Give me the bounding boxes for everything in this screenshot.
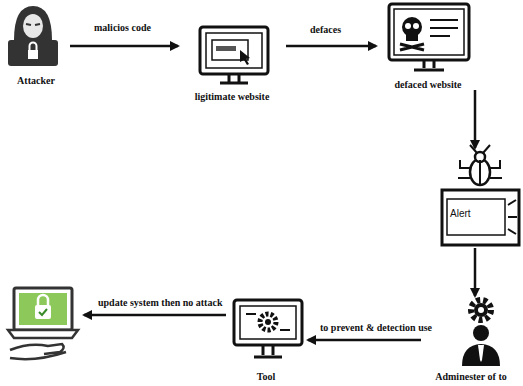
connector-arrow: [308, 339, 421, 342]
node-label: Tool: [224, 371, 308, 382]
node-label: Adminester of to: [421, 371, 521, 382]
edge-label: to prevent & detection use: [318, 322, 434, 333]
tool-monitor-icon: [234, 300, 302, 357]
node-label: ligitimate website: [178, 91, 286, 102]
attacker-node: Attacker: [2, 2, 70, 86]
tool-node: Tool: [224, 296, 308, 382]
secured-laptop-icon: [8, 288, 78, 359]
alert-text: Alert: [450, 208, 471, 219]
edge-label: malicios code: [92, 22, 153, 33]
connector-arrow: [474, 248, 477, 296]
node-label: Attacker: [2, 75, 70, 86]
defaced-website-node: defaced website: [376, 0, 480, 90]
attacker-icon: [8, 6, 58, 66]
update-arrow: [84, 314, 226, 317]
connector-arrow: [474, 90, 477, 148]
administrator-node: Adminester of to: [421, 296, 521, 382]
website-node: ligitimate website: [178, 22, 286, 102]
alert-icon: [442, 145, 519, 245]
edge-label: defaces: [308, 24, 343, 35]
node-label: defaced website: [376, 79, 480, 90]
monitor-icon: [200, 27, 268, 83]
administrator-icon: [462, 300, 500, 366]
connector-arrow: [70, 45, 178, 48]
note-label: update system then no attack: [96, 297, 224, 308]
connector-arrow: [286, 45, 376, 48]
defaced-monitor-icon: [389, 4, 469, 70]
alert-node: Alert: [440, 148, 521, 248]
